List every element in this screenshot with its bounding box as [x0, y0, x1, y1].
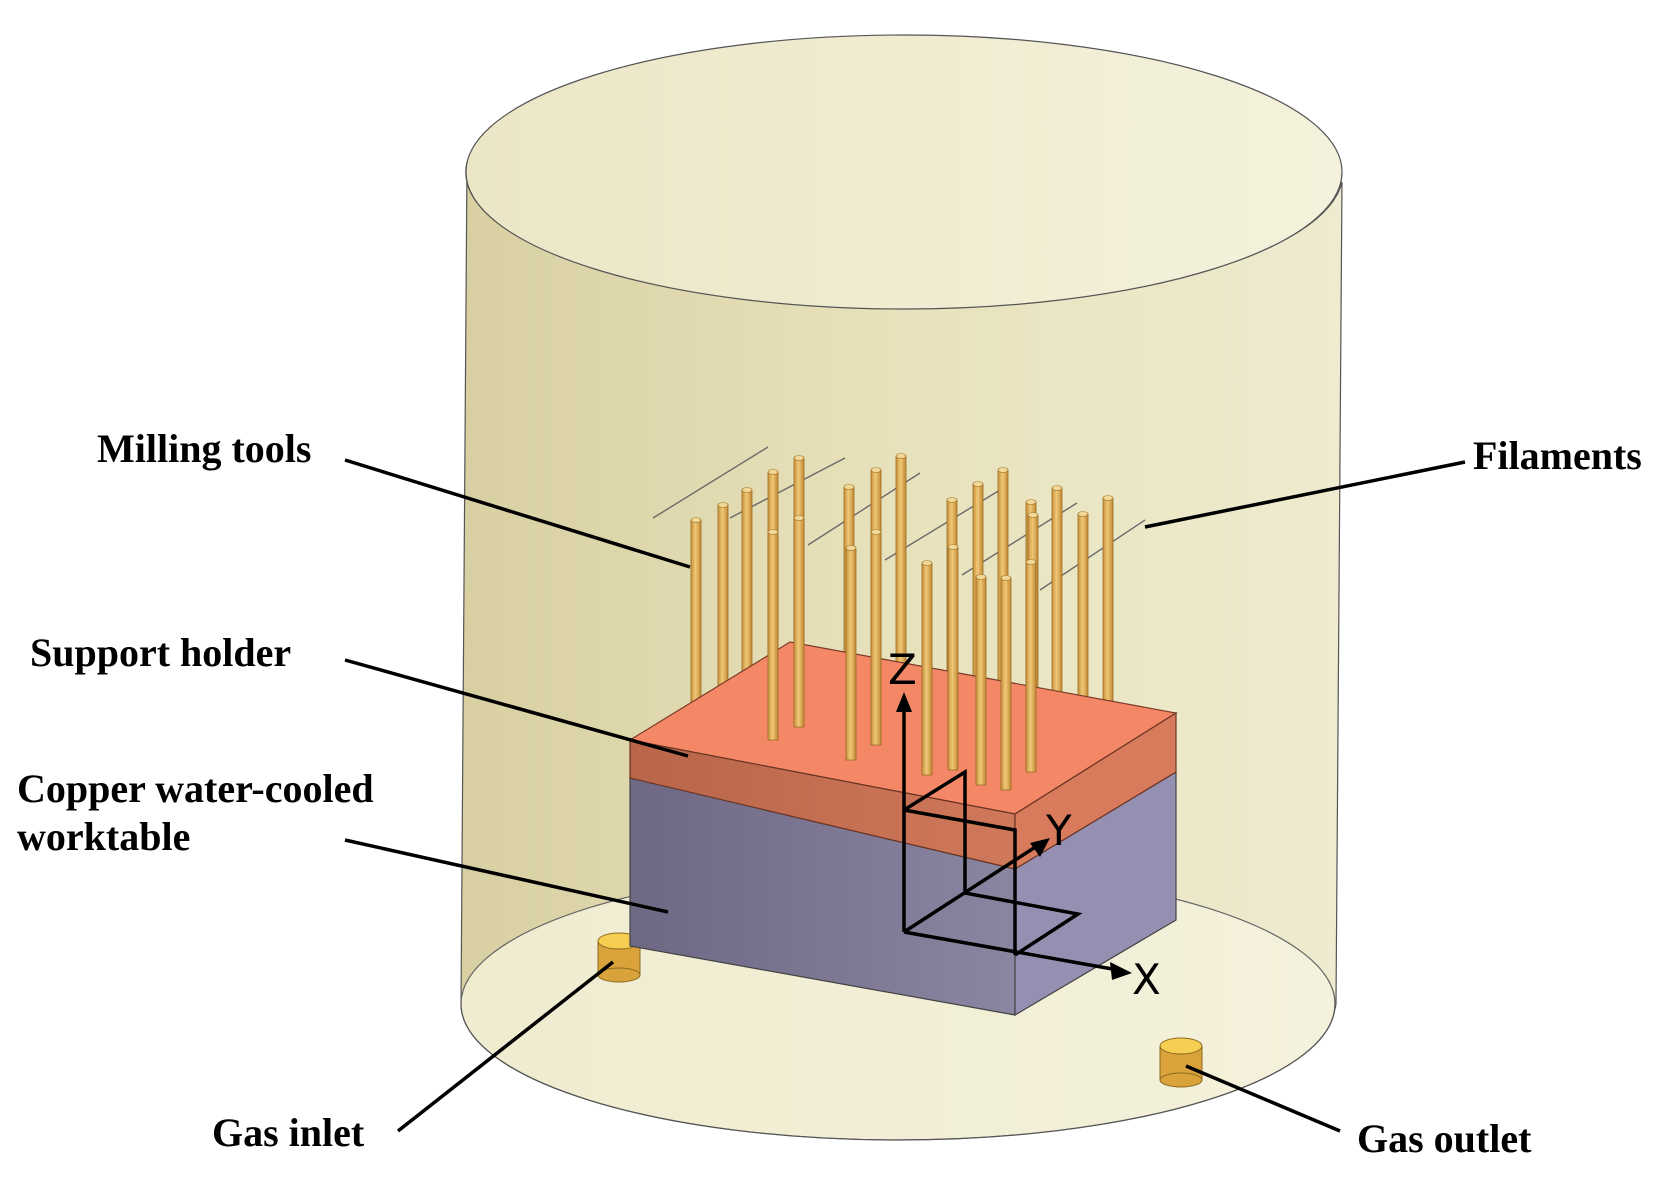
xz-plane	[903, 808, 1017, 955]
milling-tool	[870, 529, 882, 746]
yz-plane	[903, 768, 967, 893]
y-axis-line	[903, 842, 1041, 934]
z-axis-arrowhead	[896, 692, 912, 712]
leader-filaments	[1144, 460, 1466, 529]
milling-tool	[947, 544, 959, 771]
x-axis-label: X	[1132, 955, 1161, 1004]
leader-milling-tools	[344, 458, 691, 569]
x-axis-arrowhead	[1110, 962, 1132, 980]
label-filaments: Filaments	[1473, 433, 1642, 478]
milling-tool	[1025, 559, 1037, 773]
label-milling-tools: Milling tools	[97, 426, 312, 471]
x-axis-line	[903, 930, 1119, 972]
milling-tool	[1000, 575, 1012, 791]
y-axis-label: Y	[1045, 806, 1072, 855]
z-axis-label: Z	[888, 645, 917, 694]
milling-tool	[767, 529, 779, 741]
milling-tool	[921, 560, 933, 776]
leader-lines	[344, 458, 1466, 1133]
coordinate-axes	[896, 692, 1132, 980]
label-support-holder: Support holder	[30, 630, 292, 675]
milling-tool	[1102, 495, 1114, 729]
leader-gas-inlet	[396, 960, 615, 1133]
chamber-lid	[465, 34, 1343, 310]
gas-outlet-port	[1159, 1037, 1203, 1088]
leader-support-holder	[344, 658, 689, 758]
leader-worktable	[344, 838, 669, 914]
label-worktable-line1: Copper water-cooled	[17, 766, 374, 811]
milling-tools-front	[767, 515, 1037, 791]
milling-tool	[793, 515, 805, 728]
milling-tool	[845, 545, 857, 761]
label-worktable-line2: worktable	[17, 814, 191, 859]
y-axis-arrowhead	[1030, 838, 1050, 857]
milling-tool	[975, 574, 987, 786]
gas-inlet-port	[597, 932, 641, 983]
label-gas-inlet: Gas inlet	[212, 1110, 365, 1155]
milling-tool	[690, 517, 702, 741]
label-gas-outlet: Gas outlet	[1357, 1116, 1532, 1161]
chamber-wall-front-lower	[460, 1003, 1336, 1141]
xy-plane	[964, 891, 1083, 957]
leader-gas-outlet	[1185, 1064, 1341, 1133]
